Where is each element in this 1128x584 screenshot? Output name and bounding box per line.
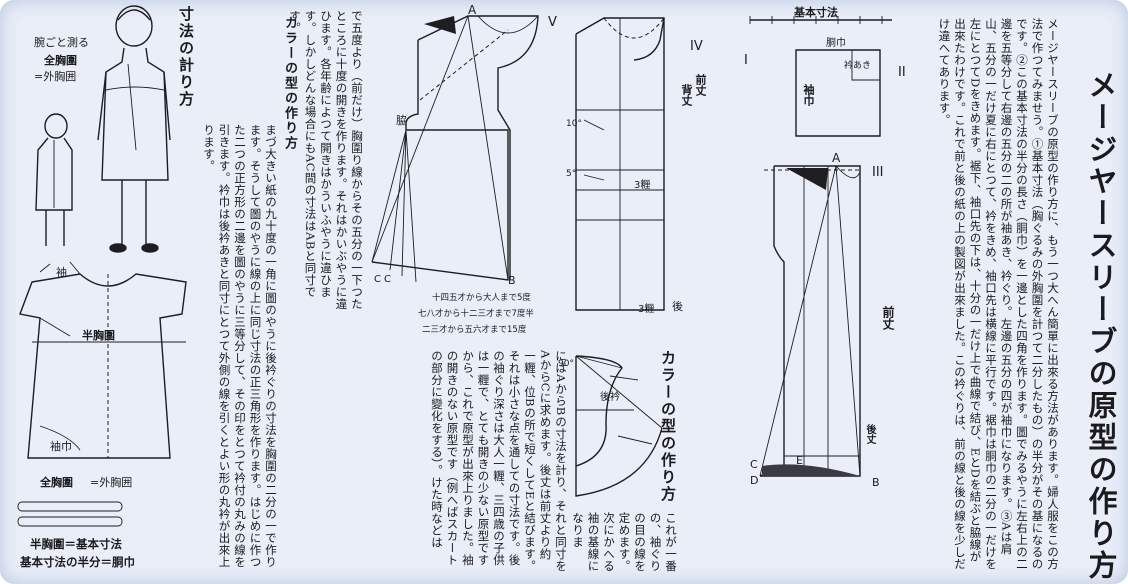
- label-3cm: 3糎: [634, 178, 650, 191]
- label-c2-v: C: [374, 274, 381, 285]
- angle-note-3: 二三才から五六才まで15度: [422, 325, 527, 335]
- label-sodeguchi: 袖巾: [802, 84, 815, 106]
- label-a-v: A: [468, 3, 477, 17]
- label-90: 90°: [558, 359, 574, 369]
- pattern-instructions-mid: にはAからBの寸法を計り、それと同寸をAからCに求めます。後丈は前丈より約一糎、…: [430, 350, 568, 572]
- label-front-len: 前丈: [694, 74, 707, 96]
- legend-half-basic: 基本寸法の半分＝胴巾: [20, 555, 135, 569]
- angle-instructions: で五度より（前だけ）胸圍り線からその五分の一下つたところに十度の開きを作ります。…: [288, 10, 364, 310]
- pattern-instructions-short: これが一番の、袖ぐりの目の線を定めます。次にかへる袖の基線になりま: [571, 512, 678, 572]
- label-back: 後: [672, 299, 683, 313]
- label-10deg: 10°: [566, 119, 582, 129]
- pattern-diagram-v: A B C C V 脇: [371, 3, 557, 287]
- main-instructions: メージヤースリーブの原型の作り方に、もう一つ大へん簡單に出來る方法があります。婦…: [937, 18, 1061, 570]
- label-roman2: II: [898, 65, 906, 80]
- label-c-v: C: [384, 274, 391, 285]
- collar-diagram: 90° 後衿: [558, 355, 663, 497]
- label-mae: 前丈: [881, 306, 895, 330]
- angle-note-2: 七八才から十二三才まで7度半: [418, 309, 534, 319]
- child-figures-illustration: [35, 5, 171, 253]
- measure-heading: 寸法の計り方: [177, 6, 195, 108]
- full-chest-eq-2: =外胸囲: [90, 476, 133, 489]
- label-c-iii: C: [750, 458, 758, 471]
- shoulder-note: 腕ごと測る: [34, 36, 89, 49]
- label-b-iii: B: [872, 476, 880, 489]
- label-a-iii: A: [832, 151, 841, 165]
- pattern-diagram-i-ii: I II 胴巾 衿あき: [744, 16, 906, 137]
- full-chest-label-2: 全胸圍: [40, 476, 73, 489]
- label-roman5: V: [548, 15, 557, 30]
- label-kihon: 基本寸法: [794, 6, 838, 19]
- label-b-v: B: [508, 274, 516, 287]
- label-5deg: 5°: [566, 169, 576, 179]
- label-back-neck: 後衿: [600, 390, 620, 403]
- label-eriake: 衿あき: [844, 59, 871, 71]
- pattern-diagram-iii: A III C D E B: [750, 151, 884, 489]
- half-chest-label: 半胸圍: [82, 329, 115, 342]
- pattern-diagram-iv: IV 10° 5° 3糎 3糎 後: [566, 17, 703, 315]
- collar-title: カラーの型の作り方: [659, 350, 677, 503]
- sleeve-label: 袖: [56, 266, 67, 279]
- legend-half-chest: 半胸圍＝基本寸法: [30, 537, 122, 551]
- full-chest-eq: =外胸囲: [34, 70, 77, 83]
- label-back-len: 背丈: [680, 84, 693, 106]
- label-3cm-back: 3糎: [638, 302, 654, 315]
- dress-diagram: [19, 261, 187, 459]
- label-waki: 脇: [396, 114, 407, 127]
- label-roman3: III: [872, 165, 884, 180]
- angle-note-1: 十四五才から大人まで5度: [432, 293, 531, 303]
- label-dobaba: 胴巾: [826, 36, 846, 49]
- collar-heading: カラーの型の作り方: [282, 16, 297, 151]
- measuring-bands: [17, 501, 123, 527]
- label-e-iii: E: [796, 454, 803, 467]
- page-title: メージヤースリーブの原型の作り方: [1084, 70, 1118, 582]
- full-chest-label: 全胸圍: [44, 54, 77, 67]
- collar-instructions: まづ大きい紙の九十度の一角に圖のやうに後衿ぐりの寸法を胸圍の二分の一で作ります。…: [202, 124, 278, 568]
- sleeve-cuff-label: 袖巾: [50, 440, 72, 453]
- label-roman1: I: [744, 53, 748, 68]
- label-roman4: IV: [690, 39, 703, 54]
- label-back-len-2: 後丈: [864, 424, 875, 444]
- label-d-iii: D: [750, 474, 758, 487]
